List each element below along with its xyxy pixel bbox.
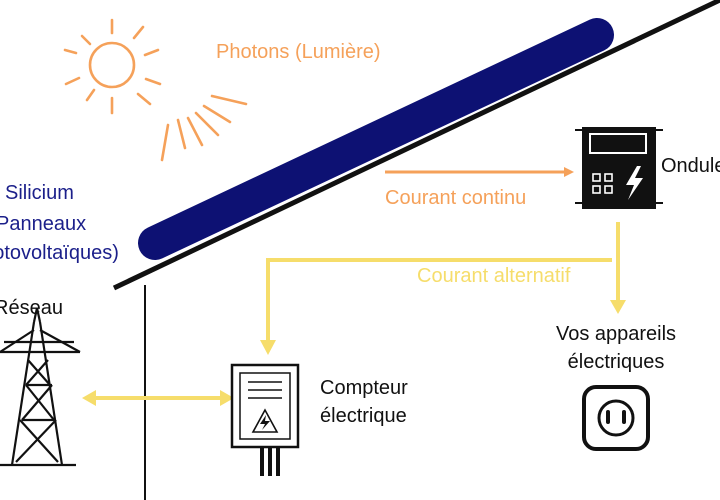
panneaux-label: Panneaux	[0, 213, 87, 235]
compteur-line1: Compteur	[320, 377, 408, 399]
photons-label: Photons (Lumière)	[216, 41, 381, 63]
appareils-line1: Vos appareils	[555, 323, 677, 345]
power-pylon-icon	[0, 307, 81, 467]
sun-icon	[63, 18, 248, 162]
power-socket-icon	[582, 385, 650, 451]
compteur-label: Compteur électrique	[320, 376, 408, 428]
inverter-icon	[575, 127, 663, 209]
silicium-label: Silicium	[5, 182, 74, 204]
reseau-label: Réseau	[0, 297, 63, 319]
appareils-line2: électriques	[567, 351, 665, 373]
photovoltaiques-label: photovoltaïques)	[0, 242, 119, 264]
compteur-line2: électrique	[320, 405, 407, 427]
ac-wiring	[82, 222, 626, 406]
appareils-label: Vos appareils électriques	[536, 322, 696, 374]
roof-line	[112, 0, 720, 291]
solar-panel	[138, 18, 614, 260]
electric-meter-icon	[230, 363, 300, 476]
onduleur-label: Onduleur	[661, 155, 720, 177]
courant-continu-label: Courant continu	[385, 187, 527, 209]
courant-alternatif-label: Courant alternatif	[417, 265, 571, 287]
